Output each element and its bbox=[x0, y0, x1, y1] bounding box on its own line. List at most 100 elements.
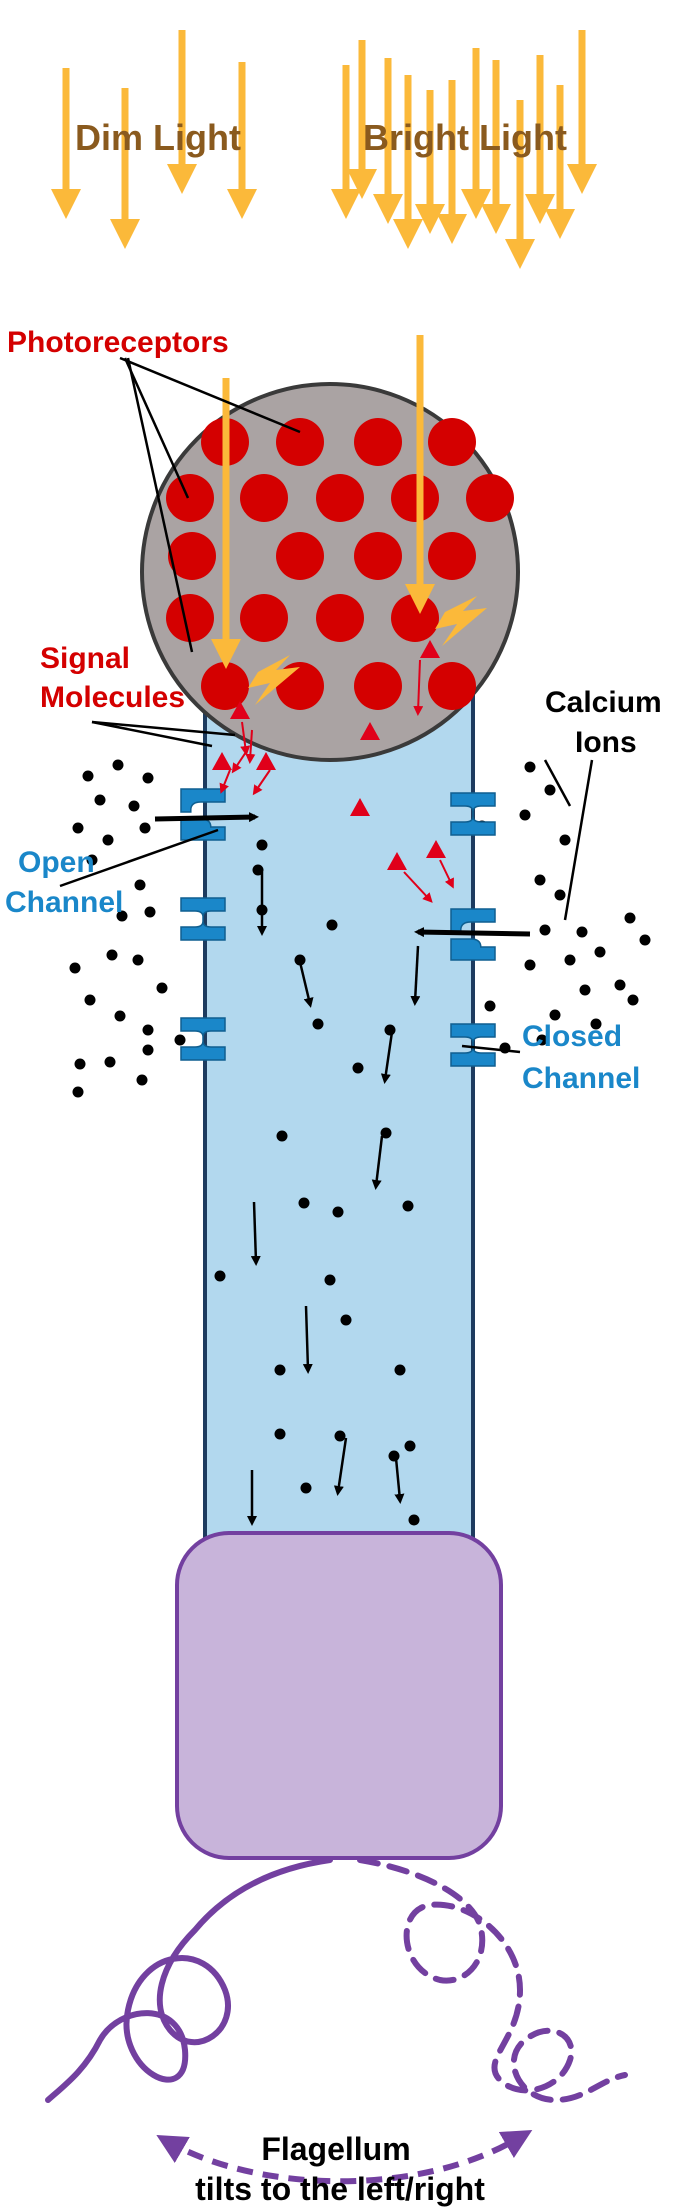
signal-arrow bbox=[231, 751, 247, 774]
photoreceptor-dot bbox=[240, 594, 288, 642]
flagellum-label-line1: Flagellum bbox=[261, 2131, 410, 2167]
calcium-ion bbox=[294, 954, 306, 966]
ion-flow-arrow bbox=[298, 961, 314, 1008]
photoreceptor-dot bbox=[466, 474, 514, 522]
photoreceptor-dot bbox=[166, 594, 214, 642]
calcium-ion bbox=[139, 822, 151, 834]
light-ray-head bbox=[567, 164, 597, 194]
ion-channels bbox=[180, 788, 496, 1067]
photoreceptor-dot bbox=[316, 594, 364, 642]
bright-light-label: Bright Light bbox=[363, 117, 567, 158]
calcium-ion bbox=[274, 1428, 286, 1440]
light-ray-head bbox=[167, 164, 197, 194]
signal-arrow bbox=[240, 721, 251, 756]
calcium-ion bbox=[214, 1270, 226, 1282]
photoreceptor-dot bbox=[428, 662, 476, 710]
photoreceptor-dot bbox=[354, 418, 402, 466]
calcium-ion bbox=[142, 1024, 154, 1036]
light-ray-head bbox=[51, 189, 81, 219]
ion-flow-arrow bbox=[371, 1135, 384, 1190]
photoreceptor-dot bbox=[201, 662, 249, 710]
calcium-ion bbox=[116, 910, 128, 922]
calcium-ion bbox=[102, 834, 114, 846]
calcium-ion bbox=[534, 874, 546, 886]
open-channel-label-line1: Open bbox=[18, 846, 95, 879]
calcium-ions-label-line2: Ions bbox=[575, 726, 637, 759]
ion-flow-arrow bbox=[333, 1437, 348, 1496]
light-ray-head bbox=[211, 639, 241, 669]
signal-molecule bbox=[426, 840, 446, 858]
signal-molecules-label-line1: Signal bbox=[40, 642, 130, 675]
open-channel-label-line2: Channel bbox=[5, 886, 123, 919]
ion-flow-arrow bbox=[410, 945, 421, 1006]
calcium-ion bbox=[112, 759, 124, 771]
calcium-ion bbox=[404, 1440, 416, 1452]
calcium-ion bbox=[536, 1034, 548, 1046]
calcium-ion bbox=[156, 982, 168, 994]
ion-flow-arrow bbox=[250, 1201, 261, 1266]
calcium-ions bbox=[69, 759, 651, 1526]
calcium-ion bbox=[624, 912, 636, 924]
calcium-ion bbox=[408, 1514, 420, 1526]
light-ray-head bbox=[110, 219, 140, 249]
flagellum bbox=[45, 1857, 628, 2104]
flagellum-dashed bbox=[357, 1857, 628, 2104]
light-ray-head bbox=[461, 189, 491, 219]
photoreceptor-dot bbox=[316, 474, 364, 522]
flagellum-label-line2: tilts to the left/right bbox=[195, 2171, 485, 2207]
calcium-ion bbox=[84, 994, 96, 1006]
calcium-ion bbox=[394, 1364, 406, 1376]
ion-flow-arrow bbox=[394, 1457, 405, 1504]
calcium-ions-label-line1: Calcium bbox=[545, 686, 662, 719]
closed-channel bbox=[180, 897, 226, 941]
light-ray-head bbox=[437, 214, 467, 244]
signal-molecules bbox=[212, 640, 446, 870]
photoreceptor-dot bbox=[391, 474, 439, 522]
calcium-ion bbox=[134, 879, 146, 891]
calcium-ion bbox=[74, 1058, 86, 1070]
calcium-ion bbox=[334, 1430, 346, 1442]
photoreceptors-label: Photoreceptors bbox=[7, 326, 229, 359]
light-rays bbox=[51, 30, 597, 669]
calcium-ion bbox=[174, 1034, 186, 1046]
photoreceptor-dot bbox=[428, 418, 476, 466]
photoreceptor-dot bbox=[354, 662, 402, 710]
cell-body bbox=[203, 638, 475, 1562]
signal-molecule bbox=[420, 640, 440, 658]
calcium-ion bbox=[132, 954, 144, 966]
light-ray-head bbox=[545, 209, 575, 239]
calcium-ion bbox=[627, 994, 639, 1006]
signal-arrow bbox=[245, 729, 256, 764]
light-ray-head bbox=[415, 204, 445, 234]
ion-flow-arrow bbox=[302, 1305, 313, 1374]
light-ray-head bbox=[481, 204, 511, 234]
signal-arrow bbox=[219, 769, 231, 794]
signal-molecules-label-line2: Molecules bbox=[40, 681, 185, 714]
channel-body bbox=[450, 792, 496, 836]
photoreceptor-cluster bbox=[166, 418, 514, 710]
calcium-ion bbox=[82, 770, 94, 782]
calcium-ion bbox=[72, 1086, 84, 1098]
closed-channel bbox=[180, 1017, 226, 1061]
calcium-ion bbox=[128, 800, 140, 812]
flagellum-solid bbox=[45, 1857, 333, 2103]
calcium-ion bbox=[576, 926, 588, 938]
light-ray-head bbox=[227, 189, 257, 219]
signal-arrow bbox=[403, 871, 433, 903]
photoreceptor-dot bbox=[240, 474, 288, 522]
channel-body bbox=[180, 1017, 226, 1061]
calcium-ion bbox=[590, 1018, 602, 1030]
calcium-ion bbox=[142, 1044, 154, 1056]
calcium-ion bbox=[524, 761, 536, 773]
channel-body bbox=[450, 1023, 496, 1067]
calcium-ion bbox=[388, 1450, 400, 1462]
signal-arrow bbox=[413, 659, 424, 716]
calcium-ion bbox=[106, 949, 118, 961]
light-ray-head bbox=[505, 239, 535, 269]
signal-molecule bbox=[256, 752, 276, 770]
calcium-ion bbox=[276, 1130, 288, 1142]
calcium-ion bbox=[94, 794, 106, 806]
activation-bolt-icon bbox=[435, 596, 487, 646]
closed-channel bbox=[450, 1023, 496, 1067]
